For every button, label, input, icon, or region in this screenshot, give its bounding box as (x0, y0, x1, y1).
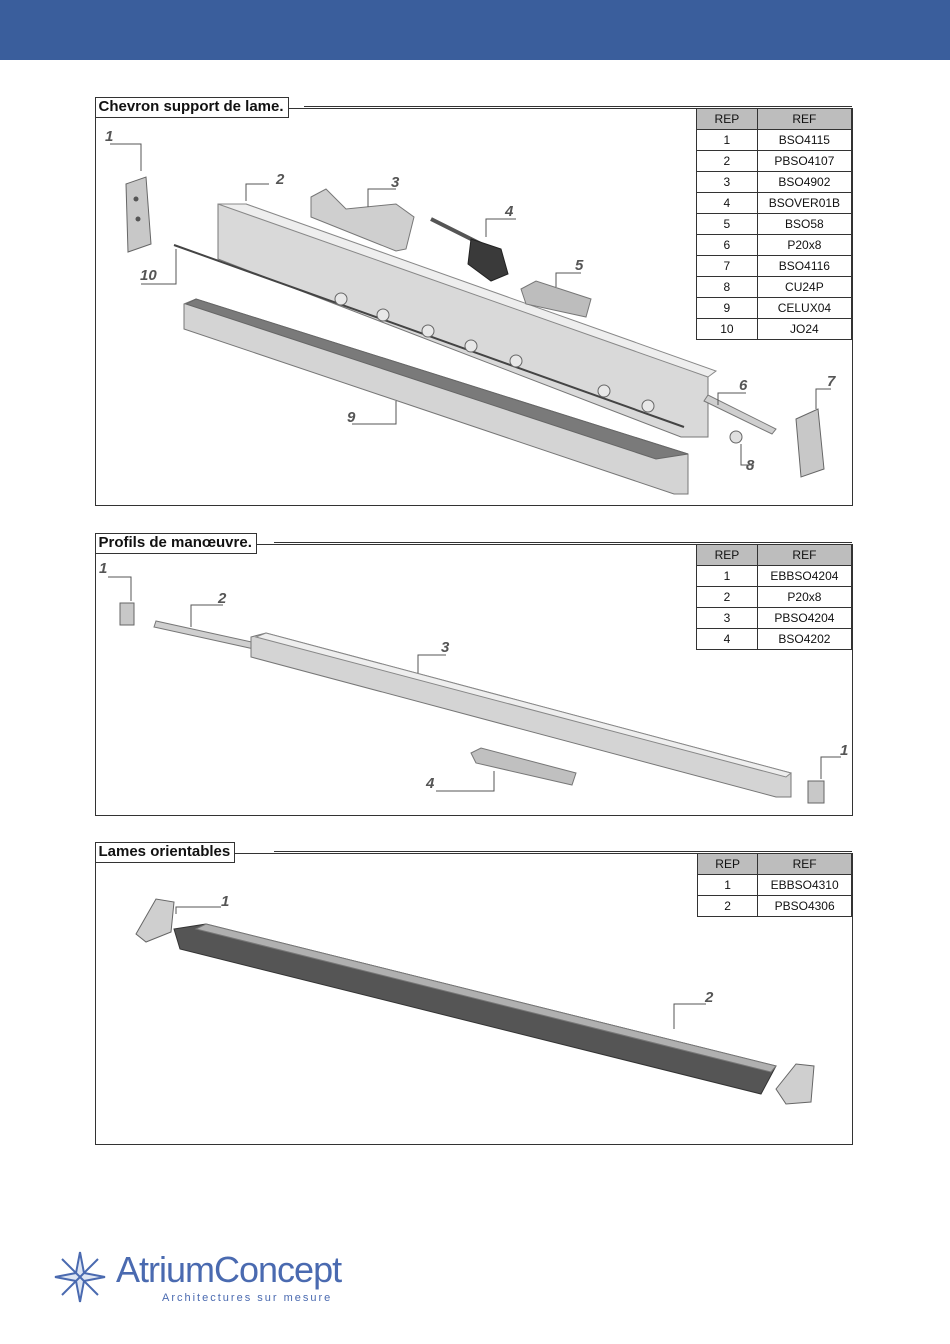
title-rule (274, 542, 852, 543)
blade-profile-part (173, 923, 777, 1095)
roller-set (334, 292, 655, 413)
lames-exploded-drawing: 1 2 (135, 893, 815, 1105)
callout-label: 7 (827, 373, 836, 390)
slider-part (470, 747, 577, 786)
flat-bar-part (703, 394, 777, 435)
brand-name: AtriumConcept (116, 1249, 342, 1290)
callout-label: 8 (746, 457, 755, 474)
ref-cell: PBSO4204 (756, 607, 853, 629)
table-header-rep: REP (696, 853, 759, 875)
brand-logo: AtriumConcept Architectures sur mesure (50, 1245, 370, 1315)
cap-part (729, 430, 743, 444)
ref-cell: BSO4116 (756, 255, 853, 277)
callout-label: 1 (105, 128, 113, 145)
star-logo-icon (54, 1251, 106, 1303)
table-header-ref: REF (756, 544, 853, 566)
end-bracket-part-right (795, 408, 825, 478)
callout-leaders (175, 906, 706, 1029)
flat-bar-part (153, 620, 257, 650)
callout-label: 3 (391, 174, 400, 191)
end-cap-part-right (807, 780, 825, 804)
ref-cell: BSO4202 (756, 628, 853, 650)
rep-cell: 2 (696, 895, 759, 917)
table-header-rep: REP (696, 544, 758, 566)
motor-part (430, 217, 509, 282)
title-rule (304, 106, 852, 107)
slider-part (520, 280, 592, 318)
ref-cell: CU24P (756, 276, 853, 298)
end-bracket-part (125, 176, 152, 253)
operating-profile-part (250, 632, 793, 798)
callout-label: 5 (575, 257, 584, 274)
profils-exploded-drawing: 1 2 3 4 1 (99, 560, 848, 804)
end-cap-part (119, 602, 135, 626)
section-title: Lames orientables (94, 842, 236, 863)
ref-cell: JO24 (756, 318, 853, 340)
callout-label: 3 (441, 639, 450, 656)
callout-leaders (108, 576, 841, 792)
header-band (0, 0, 950, 60)
callout-label: 2 (704, 989, 714, 1006)
ref-cell: BSOVER01B (756, 192, 853, 214)
ref-cell: P20x8 (756, 234, 853, 256)
title-rule (274, 851, 852, 852)
callout-label: 2 (217, 590, 227, 607)
ref-cell: PBSO4306 (757, 895, 852, 917)
callout-label: 10 (140, 267, 157, 284)
table-header-rep: REP (696, 108, 758, 130)
ref-cell: BSO4902 (756, 171, 853, 193)
callout-label: 4 (504, 203, 514, 220)
chevron-exploded-drawing: 1 2 3 4 5 6 7 8 9 10 (105, 128, 836, 495)
cover-bracket-part (310, 188, 415, 252)
end-plate-part-right (775, 1063, 815, 1105)
ref-cell: CELUX04 (756, 297, 853, 319)
callout-leaders (110, 143, 831, 466)
section-title: Profils de manœuvre. (94, 533, 257, 554)
section-title: Chevron support de lame. (94, 97, 289, 118)
brand-tagline: Architectures sur mesure (162, 1292, 333, 1304)
end-plate-part (135, 898, 175, 943)
chevron-profile-part (217, 203, 718, 438)
callout-label: 2 (275, 171, 285, 188)
cover-profile-part (183, 298, 689, 495)
callout-label: 1 (99, 560, 107, 577)
callout-label: 9 (347, 409, 356, 426)
callout-label: 1 (840, 742, 848, 759)
callout-label: 6 (739, 377, 748, 394)
callout-label: 4 (425, 775, 435, 792)
callout-label: 1 (221, 893, 229, 910)
